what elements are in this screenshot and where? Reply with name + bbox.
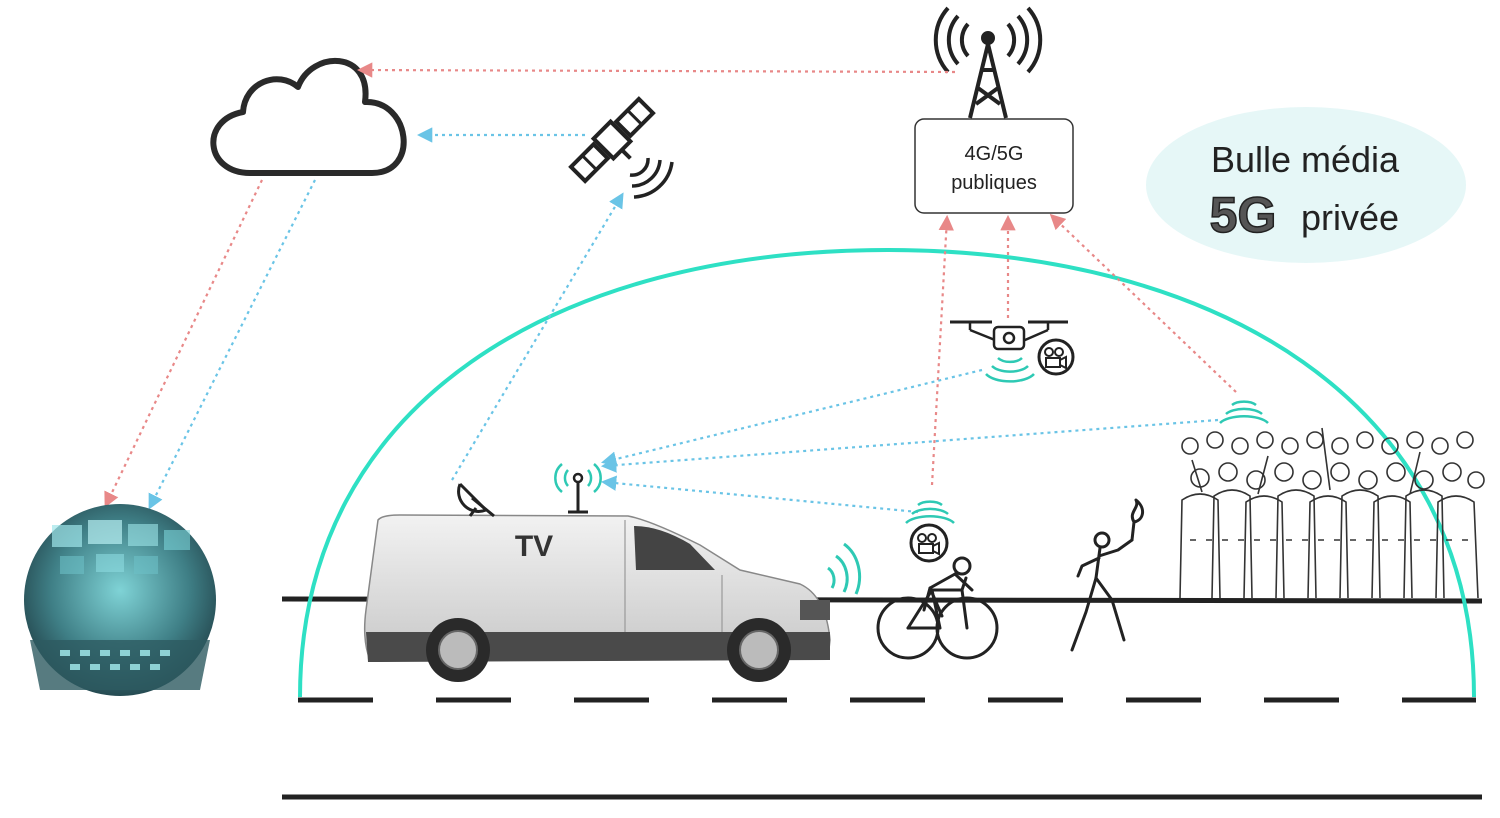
cyclist-to-van-link — [600, 475, 919, 514]
private-5g-bubble-arc — [298, 247, 1476, 698]
drone-to-van-link — [601, 368, 983, 467]
satellite-dish-icon — [457, 482, 495, 518]
antenna-wifi-icon — [554, 463, 602, 493]
public-links — [104, 62, 1237, 508]
private-links — [148, 127, 1219, 514]
crowd-icon — [1179, 427, 1485, 599]
network-box-line2: publiques — [951, 172, 1037, 194]
cell-tower-icon — [933, 6, 1043, 119]
satellite-icon — [568, 96, 656, 184]
antenna-icon — [568, 472, 588, 514]
drone-camera-icon — [1037, 338, 1075, 376]
bubble-label-private: privée — [1301, 197, 1399, 238]
cyclist-icon — [876, 556, 999, 660]
dish-to-satellite-link — [451, 192, 624, 481]
cloud-to-control-room-link-red — [104, 179, 263, 508]
runner-icon — [1070, 498, 1144, 652]
cloud-to-control-room-link-blue — [148, 179, 316, 510]
public-network-box: 4G/5G publiques — [914, 118, 1074, 214]
cyclist-to-network-link — [930, 214, 954, 486]
cyclist-wifi-icon — [905, 500, 955, 524]
drone-wifi-icon — [985, 357, 1035, 383]
crowd-wifi-icon — [1219, 400, 1269, 424]
drone-icon — [950, 320, 1068, 351]
cyclist-camera-icon — [909, 523, 949, 563]
crowd-to-network-link — [1049, 213, 1237, 393]
network-box-line1: 4G/5G — [965, 143, 1024, 165]
crowd-to-van-link — [600, 418, 1219, 473]
tower-to-cloud-link — [356, 62, 956, 78]
satellite-signal-waves — [629, 157, 674, 199]
van-icon: TV — [363, 514, 831, 682]
bubble-label: Bulle média 5G privée — [1146, 107, 1466, 263]
bubble-label-5g: 5G — [1210, 187, 1277, 243]
van-wifi-icon — [827, 542, 862, 595]
bubble-label-line1: Bulle média — [1211, 139, 1400, 180]
control-room-icon — [24, 504, 216, 696]
van-label: TV — [515, 530, 553, 563]
cloud-icon — [210, 57, 407, 176]
